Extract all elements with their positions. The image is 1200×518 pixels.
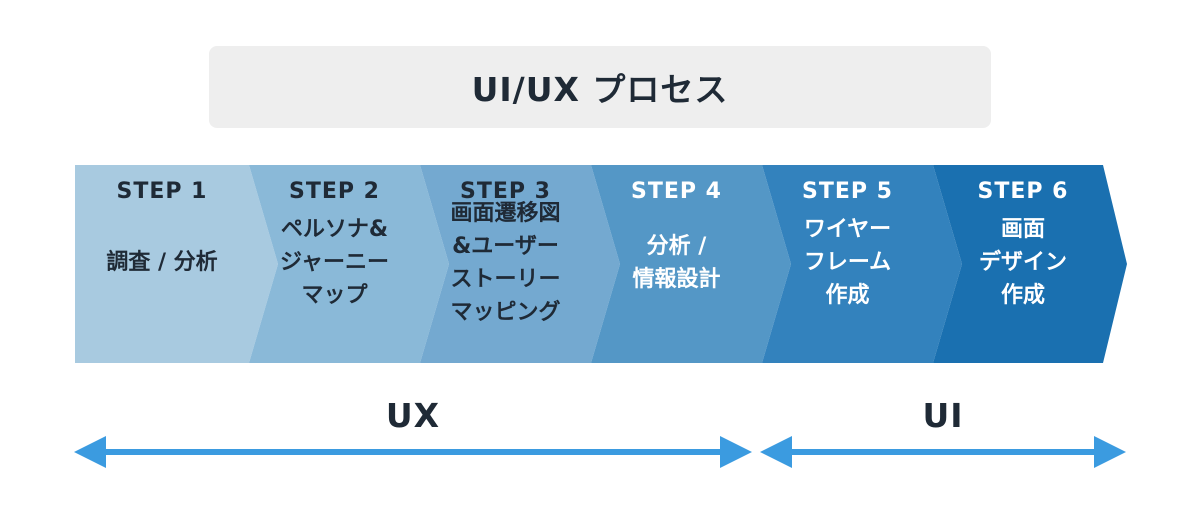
- step-2-text: ペルソナ& ジャーニー マップ: [280, 217, 389, 308]
- step-1: STEP 1 調査 / 分析: [75, 165, 249, 363]
- step-2: STEP 2 ペルソナ& ジャーニー マップ: [249, 165, 420, 363]
- title-banner: UI/UX プロセス: [209, 46, 991, 128]
- step-1-label: STEP 1: [116, 179, 208, 204]
- ui-range-label: UI: [922, 396, 964, 435]
- step-6-label: STEP 6: [977, 179, 1069, 204]
- ux-range-label: UX: [385, 396, 441, 435]
- step-5-chevron: [762, 165, 962, 363]
- step-3: STEP 3 画面遷移図 &ユーザー ストーリー マッピング: [420, 165, 591, 363]
- ux-range-arrow: [74, 436, 752, 468]
- step-4: STEP 4 分析 / 情報設計: [591, 165, 762, 363]
- step-6-text: 画面 デザイン 作成: [978, 217, 1067, 308]
- step-3-text: 画面遷移図 &ユーザー ストーリー マッピング: [450, 200, 561, 325]
- step-4-label: STEP 4: [631, 179, 722, 204]
- step-3-chevron: [420, 165, 620, 363]
- step-2-chevron: [249, 165, 449, 363]
- step-5-text: ワイヤー フレーム 作成: [803, 217, 892, 308]
- step-6: STEP 6 画面 デザイン 作成: [933, 165, 1113, 363]
- step-1-chevron: [75, 165, 278, 363]
- step-2-label: STEP 2: [289, 179, 380, 204]
- ui-range-arrow: [760, 436, 1126, 468]
- diagram-title: UI/UX プロセス: [471, 70, 729, 109]
- step-6-chevron: [933, 165, 1127, 363]
- step-3-label: STEP 3: [460, 179, 551, 204]
- step-4-text: 分析 / 情報設計: [632, 233, 721, 292]
- step-1-text: 調査 / 分析: [106, 250, 218, 275]
- step-5: STEP 5 ワイヤー フレーム 作成: [762, 165, 933, 363]
- step-5-label: STEP 5: [802, 179, 893, 204]
- step-4-chevron: [591, 165, 791, 363]
